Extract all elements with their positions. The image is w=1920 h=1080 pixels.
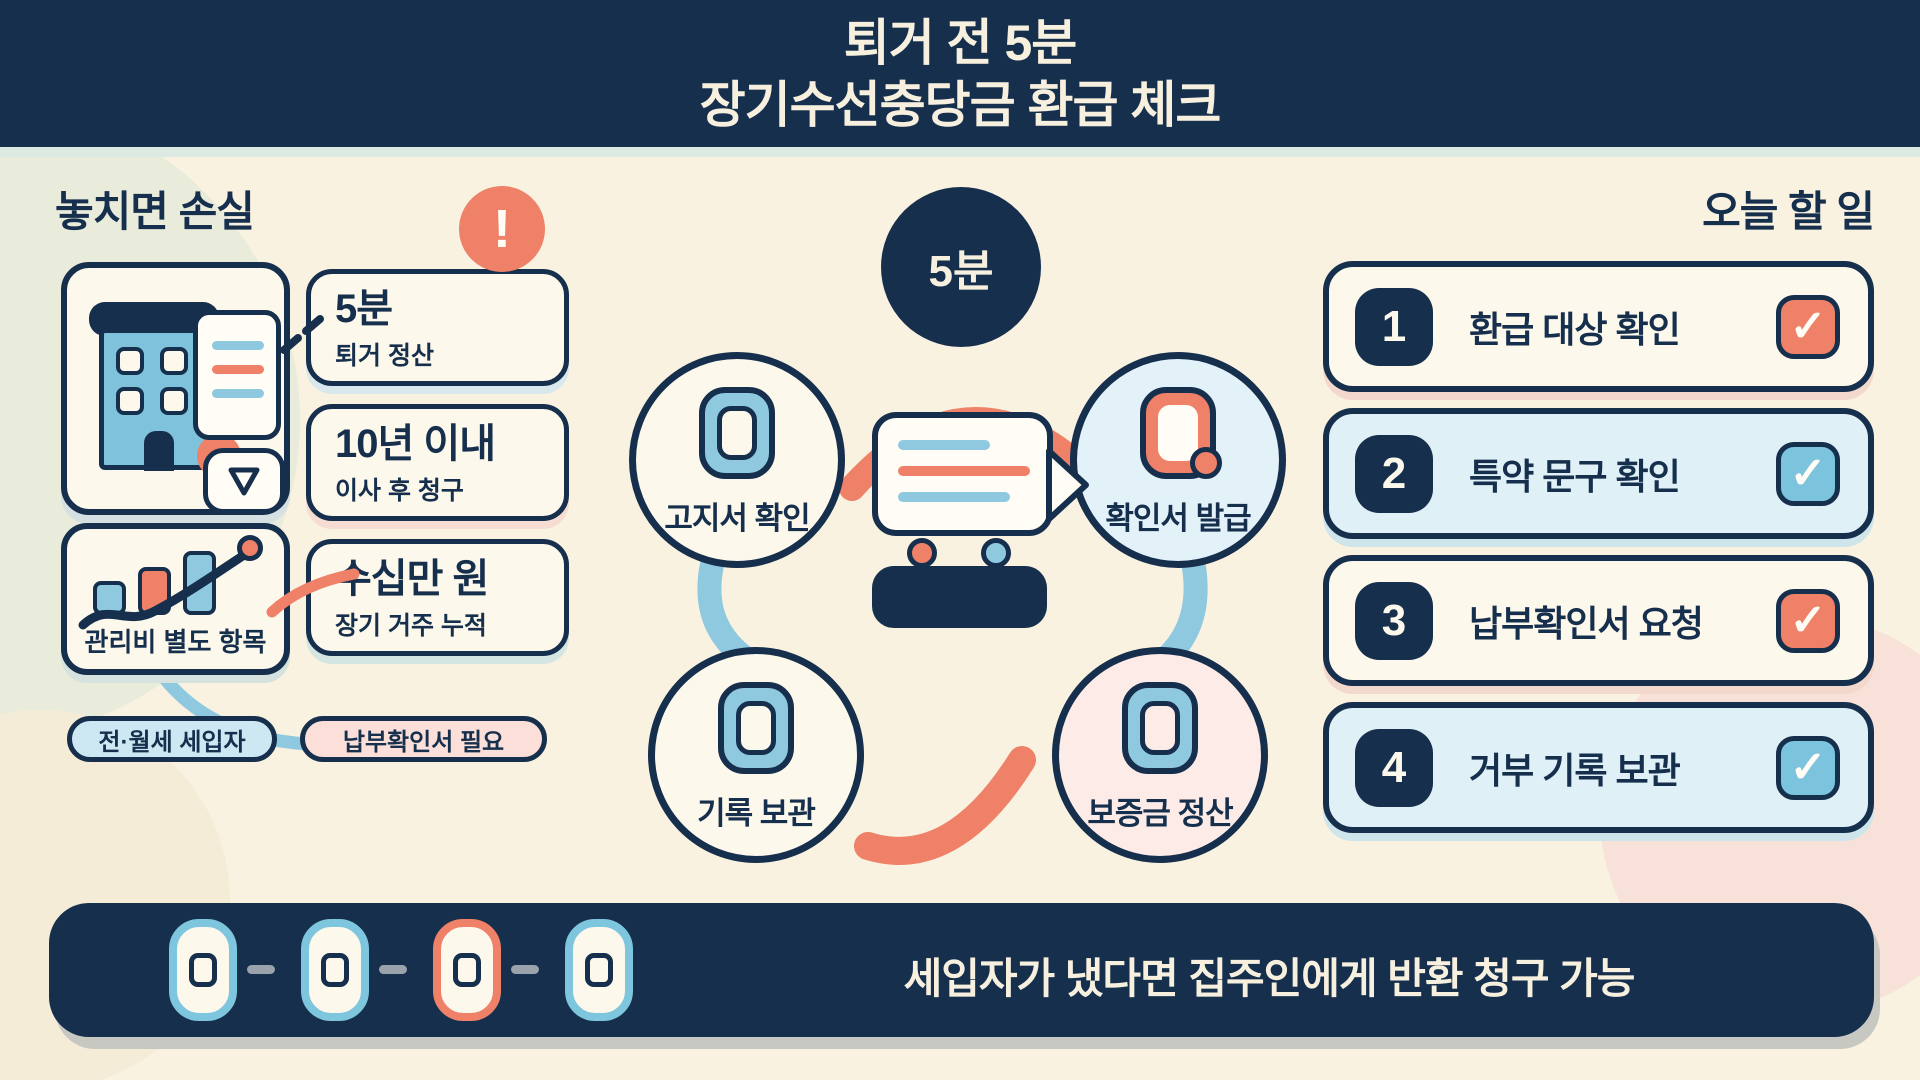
fact-subtitle: 장기 거주 누적 bbox=[335, 612, 487, 640]
five-minute-badge: 5분 bbox=[881, 187, 1041, 347]
wheel-icon-blue bbox=[981, 538, 1011, 568]
number-badge: 1 bbox=[1355, 287, 1433, 366]
document-icon bbox=[699, 387, 775, 479]
building-illustration-card bbox=[61, 262, 290, 515]
deposit-icon bbox=[1122, 682, 1198, 774]
fact-card-5min: 5분 퇴거 정산 bbox=[306, 269, 569, 386]
receipt-line bbox=[212, 389, 264, 398]
step-circle-certificate: 확인서 발급 bbox=[1070, 352, 1286, 568]
checkbox-checked-icon: ✓ bbox=[1776, 294, 1840, 359]
dash-connector bbox=[247, 965, 275, 974]
fact-title: 10년 이내 bbox=[335, 422, 496, 466]
todo-item-4: 4 거부 기록 보관 ✓ bbox=[1323, 702, 1874, 833]
footer-banner: 세입자가 냈다면 집주인에게 반환 청구 가능 bbox=[49, 903, 1874, 1037]
building-window-icon bbox=[116, 347, 144, 375]
archive-icon bbox=[718, 682, 794, 774]
header-banner: 퇴거 전 5분 장기수선충당금 환급 체크 bbox=[0, 0, 1920, 147]
alert-mark: ! bbox=[493, 199, 511, 259]
trend-point-icon bbox=[237, 535, 263, 561]
chart-card-label: 관리비 별도 항목 bbox=[84, 627, 267, 657]
speech-bubble-download-icon bbox=[203, 448, 285, 514]
checkbox-checked-icon: ✓ bbox=[1776, 588, 1840, 653]
receipt-needed-pill: 납부확인서 필요 bbox=[300, 716, 547, 762]
todo-label: 납부확인서 요청 bbox=[1469, 602, 1704, 644]
todo-item-2: 2 특약 문구 확인 ✓ bbox=[1323, 408, 1874, 539]
todo-label: 거부 기록 보관 bbox=[1469, 749, 1681, 791]
todo-label: 환급 대상 확인 bbox=[1469, 308, 1681, 350]
fact-card-10years: 10년 이내 이사 후 청구 bbox=[306, 404, 569, 521]
step-circle-notice-check: 고지서 확인 bbox=[629, 352, 845, 568]
building-window-icon bbox=[116, 387, 144, 415]
number-badge: 4 bbox=[1355, 728, 1433, 807]
bar-chart-bar bbox=[93, 581, 126, 615]
tenant-pill: 전·월세 세입자 bbox=[67, 716, 277, 762]
receipt-icon bbox=[193, 310, 281, 440]
header-divider bbox=[0, 147, 1920, 157]
screen-line bbox=[898, 466, 1030, 476]
fact-subtitle: 이사 후 청구 bbox=[335, 477, 464, 505]
certificate-dot-icon bbox=[1190, 447, 1222, 479]
right-section-heading: 오늘 할 일 bbox=[1702, 188, 1875, 235]
step-label: 기록 보관 bbox=[697, 796, 816, 831]
bar-chart-bar bbox=[183, 551, 216, 615]
dash-connector bbox=[511, 965, 539, 974]
down-arrow-icon bbox=[228, 467, 260, 496]
footer-message: 세입자가 냈다면 집주인에게 반환 청구 가능 bbox=[903, 955, 1636, 1002]
fact-title: 수십만 원 bbox=[335, 557, 489, 601]
fact-title: 5분 bbox=[335, 287, 393, 331]
alert-icon: ! bbox=[459, 186, 545, 272]
screen-line bbox=[898, 440, 990, 450]
five-minute-label: 5분 bbox=[928, 247, 994, 296]
building-icon bbox=[99, 328, 211, 471]
machine-base bbox=[872, 566, 1047, 628]
statement-screen-icon bbox=[872, 412, 1053, 536]
step-circle-deposit-settle: 보증금 정산 bbox=[1052, 647, 1268, 863]
step-label: 보증금 정산 bbox=[1087, 796, 1233, 831]
wheel-icon-orange bbox=[907, 538, 937, 568]
step-mini-icon-2 bbox=[301, 919, 369, 1021]
number-badge: 2 bbox=[1355, 434, 1433, 513]
step-label: 확인서 발급 bbox=[1105, 501, 1251, 536]
todo-item-1: 1 환급 대상 확인 ✓ bbox=[1323, 261, 1874, 392]
number-badge: 3 bbox=[1355, 581, 1433, 660]
building-window-icon bbox=[160, 347, 188, 375]
receipt-line bbox=[212, 365, 264, 374]
step-label: 고지서 확인 bbox=[664, 501, 810, 536]
arc-bottom-orange bbox=[854, 746, 1036, 865]
trend-line-icon bbox=[78, 548, 252, 630]
step-mini-icon-1 bbox=[169, 919, 237, 1021]
todo-item-3: 3 납부확인서 요청 ✓ bbox=[1323, 555, 1874, 686]
page-title-line1: 퇴거 전 5분 bbox=[843, 14, 1078, 71]
left-section-heading: 놓치면 손실 bbox=[55, 188, 255, 235]
page-title-line2: 장기수선충당금 환급 체크 bbox=[699, 76, 1222, 133]
screen-line bbox=[898, 492, 1010, 502]
fact-card-amount: 수십만 원 장기 거주 누적 bbox=[306, 539, 569, 656]
step-circle-record-keep: 기록 보관 bbox=[648, 647, 864, 863]
building-window-icon bbox=[160, 387, 188, 415]
checkbox-checked-icon: ✓ bbox=[1776, 441, 1840, 506]
screen-notch-icon bbox=[1046, 448, 1089, 522]
receipt-line bbox=[212, 341, 264, 350]
dash-connector bbox=[379, 965, 407, 974]
arc-right-blue bbox=[1154, 544, 1208, 670]
building-door-icon bbox=[144, 431, 174, 471]
certificate-icon bbox=[1140, 387, 1222, 479]
step-mini-icon-4 bbox=[565, 919, 633, 1021]
management-fee-chart-card: 관리비 별도 항목 bbox=[61, 523, 290, 675]
todo-label: 특약 문구 확인 bbox=[1469, 455, 1681, 497]
step-mini-icon-3 bbox=[433, 919, 501, 1021]
fact-subtitle: 퇴거 정산 bbox=[335, 342, 434, 370]
checkbox-checked-icon: ✓ bbox=[1776, 735, 1840, 800]
arc-left-blue bbox=[697, 544, 760, 672]
